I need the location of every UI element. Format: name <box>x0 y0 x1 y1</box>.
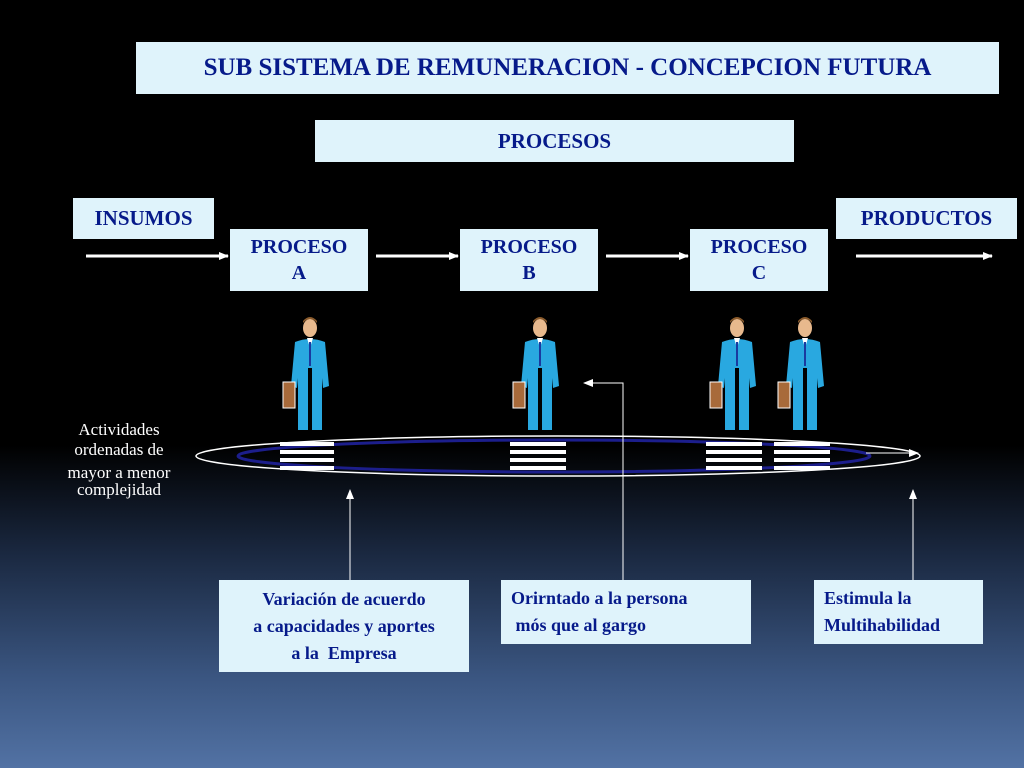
connector-arrow-center <box>583 379 624 580</box>
note-right: Estimula la Multihabilidad <box>814 580 983 644</box>
activities-inner-ellipse <box>236 438 872 474</box>
activities-side-label: Actividades ordenadas de mayor a menor c… <box>56 420 182 500</box>
note-left: Variación de acuerdo a capacidades y apo… <box>219 580 469 672</box>
note-center: Orirntado a la persona mós que al gargo <box>501 580 751 644</box>
side-label-line3: mayor a menor <box>67 463 171 482</box>
side-label-line2: ordenadas de <box>74 440 164 459</box>
activity-stack-c2 <box>774 442 830 470</box>
activity-stack-c1 <box>706 442 762 470</box>
side-label-line1: Actividades <box>78 420 160 439</box>
process-b-line1: PROCESO <box>480 236 578 258</box>
process-b-box: PROCESO B <box>460 229 598 291</box>
process-a-line1: PROCESO <box>250 236 348 258</box>
note-center-line1: Orirntado a la persona <box>511 588 688 608</box>
note-left-line2: a capacidades y aportes <box>253 615 435 636</box>
note-right-line2: Multihabilidad <box>824 615 941 635</box>
process-a-line2: A <box>291 262 307 284</box>
page-title: SUB SISTEMA DE REMUNERACION - CONCEPCION… <box>136 42 999 94</box>
activity-stack-b <box>510 442 566 470</box>
process-c-line1: PROCESO <box>710 236 808 258</box>
outputs-label: PRODUCTOS <box>836 198 1017 239</box>
process-c-line2: C <box>751 262 767 284</box>
note-right-line1: Estimula la <box>824 588 912 608</box>
note-left-line3: a la Empresa <box>291 642 397 663</box>
person-figure-c2 <box>777 317 824 430</box>
process-c-box: PROCESO C <box>690 229 828 291</box>
note-left-line1: Variación de acuerdo <box>262 588 426 609</box>
process-a-box: PROCESO A <box>230 229 368 291</box>
activity-stack-a <box>280 442 334 470</box>
side-label-line4: complejidad <box>76 480 162 499</box>
person-figure-a <box>282 317 329 430</box>
note-center-line2: mós que al gargo <box>511 615 647 635</box>
inputs-label: INSUMOS <box>73 198 214 239</box>
processes-header: PROCESOS <box>315 120 794 162</box>
activities-outer-ellipse <box>195 435 921 477</box>
person-figure-c1 <box>709 317 756 430</box>
process-b-line2: B <box>522 262 536 284</box>
person-figure-b <box>512 317 559 430</box>
